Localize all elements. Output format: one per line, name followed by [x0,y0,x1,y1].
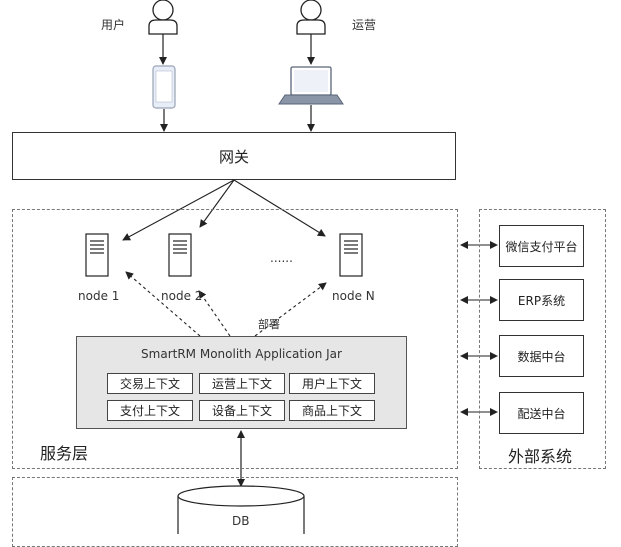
db-cylinder [177,485,305,534]
context-operation: 运营上下文 [199,373,285,394]
laptop-icon [278,66,344,105]
service-layer-container [12,209,458,469]
gateway-to-node1-arrow [122,179,235,241]
nodes-ellipsis: ...... [270,251,293,265]
db-layer-container [12,477,458,547]
context-payment: 支付上下文 [107,400,193,421]
ops-actor-icon [296,0,326,35]
deploy-arrow-node1 [125,271,201,337]
node-label-2: node 2 [161,289,203,303]
external-systems-container [479,209,606,469]
node-label-n: node N [332,289,375,303]
external-delivery: 配送中台 [499,392,584,434]
context-device: 设备上下文 [199,400,285,421]
gateway-box: 网关 [12,132,456,180]
jar-title: SmartRM Monolith Application Jar [141,347,342,361]
user-label: 用户 [101,18,126,32]
gateway-to-nodeN-arrow [233,179,326,237]
db-label: DB [232,514,250,528]
user-actor-icon [148,0,178,35]
server-icon-node1 [85,233,109,277]
server-icon-node2 [168,233,192,277]
external-wechat-pay: 微信支付平台 [499,225,584,267]
external-erp: ERP系统 [499,279,584,321]
gateway-label: 网关 [218,147,249,166]
context-user: 用户上下文 [289,373,375,394]
application-jar: SmartRM Monolith Application Jar 交易上下文 运… [76,336,407,429]
gateway-to-node2-arrow [199,179,235,228]
external-data-center: 数据中台 [499,335,584,377]
phone-icon [152,65,176,109]
context-trade: 交易上下文 [107,373,193,394]
external-systems-title: 外部系统 [508,447,573,466]
server-icon-nodeN [339,233,363,277]
node-label-1: node 1 [78,289,120,303]
architecture-diagram [85,0,498,534]
context-product: 商品上下文 [289,400,375,421]
ops-label: 运营 [352,18,377,32]
service-layer-title: 服务层 [40,444,89,463]
deploy-label: 部署 [258,318,280,331]
deploy-arrow-nodeN [254,282,327,337]
